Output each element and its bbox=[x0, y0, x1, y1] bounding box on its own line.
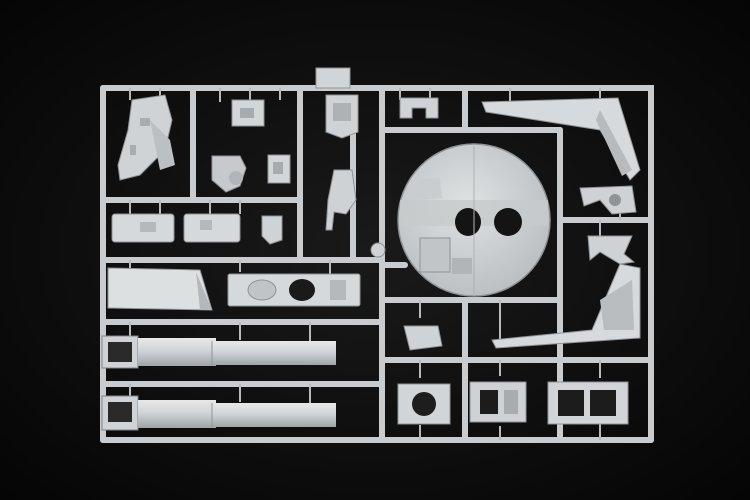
flat-plate-part-2 bbox=[183, 213, 241, 243]
barrel-part-1 bbox=[101, 335, 336, 369]
bracket-part-2 bbox=[211, 155, 247, 193]
hook-part bbox=[325, 169, 357, 231]
small-box-part-3 bbox=[267, 154, 291, 184]
small-seat-part bbox=[403, 325, 443, 351]
frame-box-part-1 bbox=[397, 383, 451, 425]
tower-part bbox=[315, 67, 359, 139]
long-angled-bracket-top bbox=[481, 97, 641, 181]
long-angled-bracket-bottom bbox=[491, 263, 641, 349]
deck-plate-part bbox=[227, 273, 361, 307]
sprue-tag bbox=[370, 242, 386, 258]
flat-plate-part-1 bbox=[111, 213, 175, 243]
frame-box-part-3 bbox=[547, 381, 629, 425]
small-u-bracket bbox=[399, 97, 439, 119]
clamp-part-right bbox=[579, 185, 637, 215]
barrel-part-2 bbox=[101, 395, 336, 431]
wedge-plate-part bbox=[107, 267, 213, 311]
small-box-part-1 bbox=[231, 99, 265, 127]
curved-bracket-part bbox=[117, 94, 175, 181]
turret-floor-disc bbox=[397, 143, 551, 297]
small-clip-part bbox=[261, 215, 283, 245]
frame-box-part-2 bbox=[469, 381, 527, 423]
cross-brace-part bbox=[587, 235, 636, 265]
